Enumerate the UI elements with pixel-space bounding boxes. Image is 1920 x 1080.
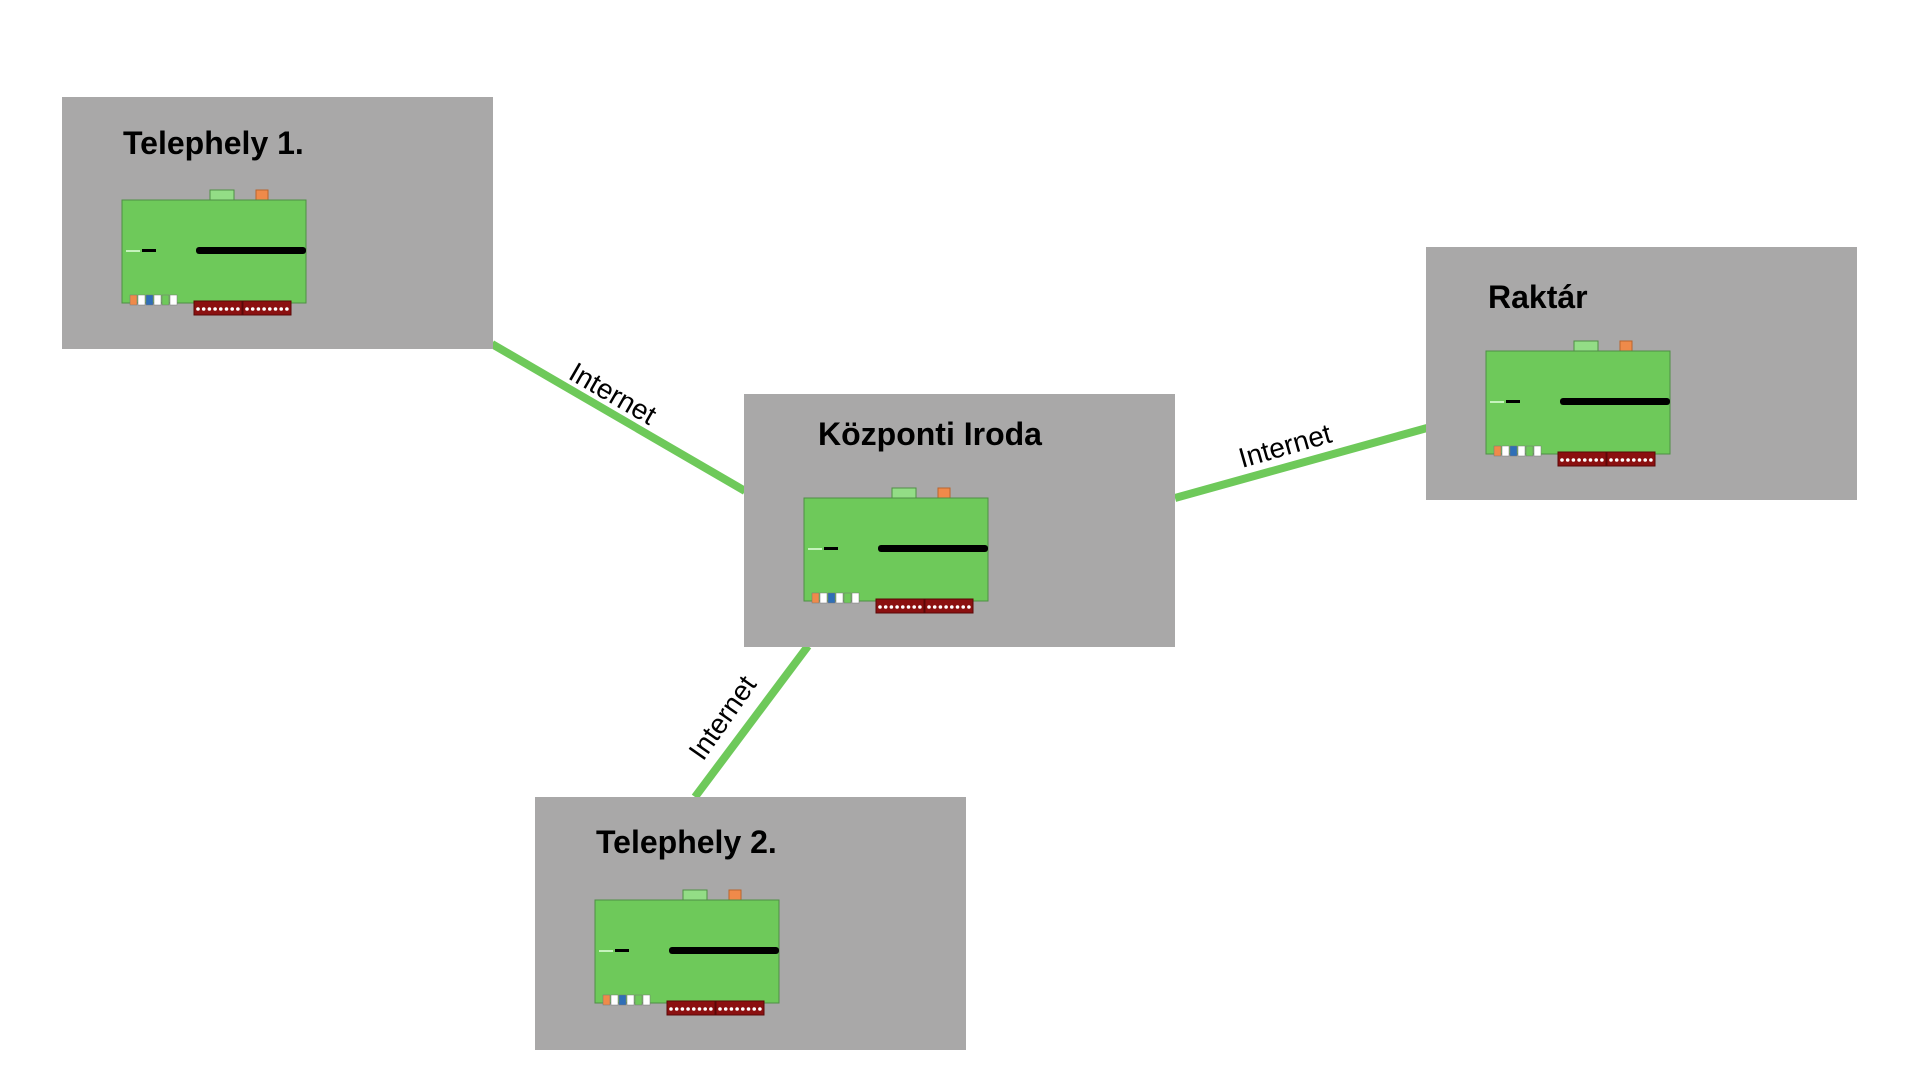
site-title: Központi Iroda	[818, 416, 1042, 452]
connection-telephely2: Internet	[683, 643, 812, 800]
controller-board-icon	[1485, 340, 1671, 467]
site-kozponti-iroda[interactable]: Központi Iroda	[744, 394, 1175, 647]
connection-line-telephely2	[691, 643, 812, 800]
controller-board-icon	[121, 189, 307, 316]
controller-board-icon	[803, 487, 989, 614]
site-title: Telephely 2.	[596, 824, 777, 860]
site-raktar[interactable]: Raktár	[1426, 247, 1857, 500]
connection-line-telephely1	[489, 340, 748, 495]
site-telephely1[interactable]: Telephely 1.	[62, 97, 493, 349]
connection-raktar: Internet	[1173, 418, 1429, 502]
controller-board-icon	[594, 889, 780, 1016]
connection-line-raktar	[1173, 424, 1429, 502]
site-telephely2[interactable]: Telephely 2.	[535, 797, 966, 1050]
connection-telephely1: Internet	[489, 340, 748, 495]
site-title: Raktár	[1488, 279, 1588, 315]
site-title: Telephely 1.	[123, 125, 304, 161]
